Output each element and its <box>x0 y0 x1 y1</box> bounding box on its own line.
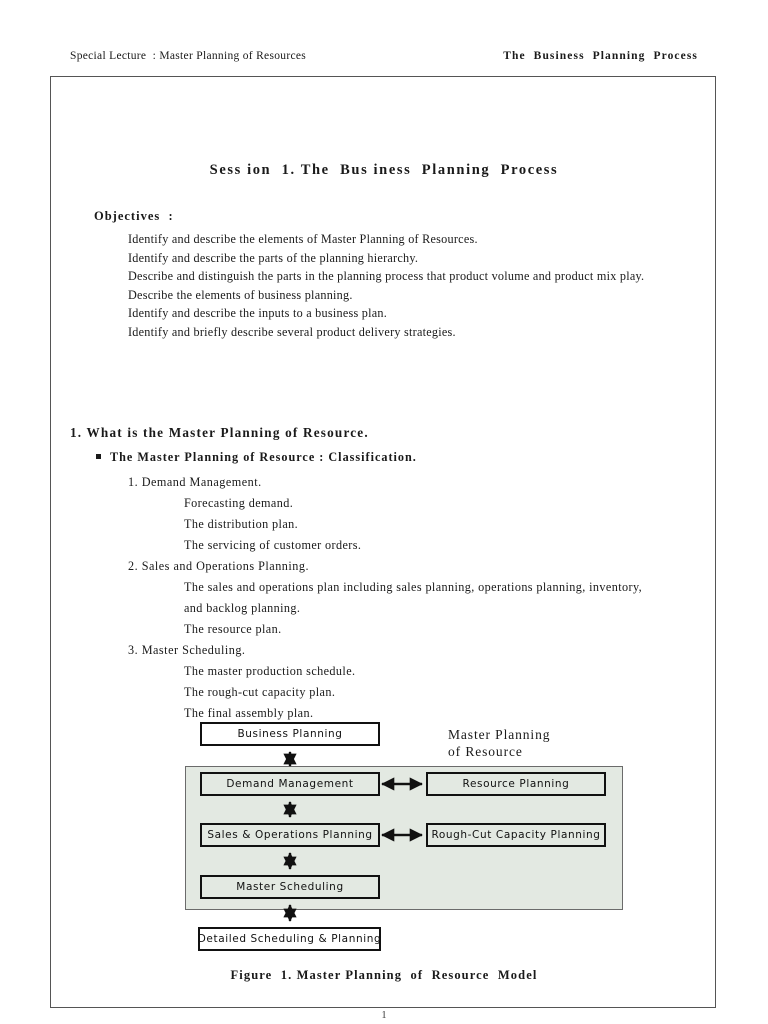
objective-item: Describe the elements of business planni… <box>128 287 353 302</box>
objective-item: Identify and briefly describe several pr… <box>128 324 456 339</box>
objective-item: Identify and describe the inputs to a bu… <box>128 306 388 321</box>
section-subheading: The Master Planning of Resource : Classi… <box>96 450 417 465</box>
box-demand-management: Demand Management <box>200 772 380 796</box>
outline-item: The master production schedule. <box>184 664 356 678</box>
box-master-scheduling: Master Scheduling <box>200 875 380 899</box>
page-border-frame <box>50 76 716 1008</box>
outline-item: The resource plan. <box>184 622 282 636</box>
running-header: Special Lecture : Master Planning of Res… <box>70 50 698 68</box>
box-sales-operations-planning: Sales & Operations Planning <box>200 823 380 847</box>
outline-item: Forecasting demand. <box>184 496 294 510</box>
outline-item: The servicing of customer orders. <box>184 538 362 552</box>
outline-item: The distribution plan. <box>184 517 299 531</box>
outline-item: The sales and operations plan including … <box>184 580 643 594</box>
box-detailed-scheduling-planning: Detailed Scheduling & Planning <box>198 927 381 951</box>
objective-item: Identify and describe the parts of the p… <box>128 250 419 265</box>
objective-item: Identify and describe the elements of Ma… <box>128 232 478 246</box>
objectives-list: Identify and describe the elements of Ma… <box>128 230 708 342</box>
outline-item: The final assembly plan. <box>184 706 314 720</box>
section-subheading-label: The Master Planning of Resource : Classi… <box>110 450 417 464</box>
outline-item: 3. Master Scheduling. <box>128 643 246 657</box>
header-left-text: Special Lecture : Master Planning of Res… <box>70 50 307 62</box>
diagram-arrows <box>283 751 423 922</box>
region-label-line1: Master Planning <box>448 727 551 742</box>
outline-item: 1. Demand Management. <box>128 475 262 489</box>
page-title: Sess ion 1. The Bus iness Planning Proce… <box>209 162 559 178</box>
region-label: Master Planning of Resource <box>448 726 550 760</box>
header-right-text: The Business Planning Process <box>503 50 698 62</box>
box-business-planning: Business Planning <box>200 722 380 746</box>
box-resource-planning: Resource Planning <box>426 772 606 796</box>
outline-item: The rough-cut capacity plan. <box>184 685 336 699</box>
objective-item: Describe and distinguish the parts in th… <box>128 269 645 284</box>
outline-item: and backlog planning. <box>184 601 301 615</box>
figure-caption: Figure 1. Master Planning of Resource Mo… <box>230 968 538 982</box>
objectives-heading: Objectives : <box>94 209 174 223</box>
classification-outline: 1. Demand Management. Forecasting demand… <box>128 472 718 724</box>
page-number: 1 <box>381 1010 387 1021</box>
region-label-line2: of Resource <box>448 744 523 759</box>
square-bullet-icon <box>96 454 101 459</box>
master-planning-diagram: Master Planning of Resource Business Pla… <box>182 716 628 956</box>
outline-item: 2. Sales and Operations Planning. <box>128 559 310 573</box>
box-rough-cut-capacity-planning: Rough-Cut Capacity Planning <box>426 823 606 847</box>
section-heading: 1. What is the Master Planning of Resour… <box>70 425 369 440</box>
